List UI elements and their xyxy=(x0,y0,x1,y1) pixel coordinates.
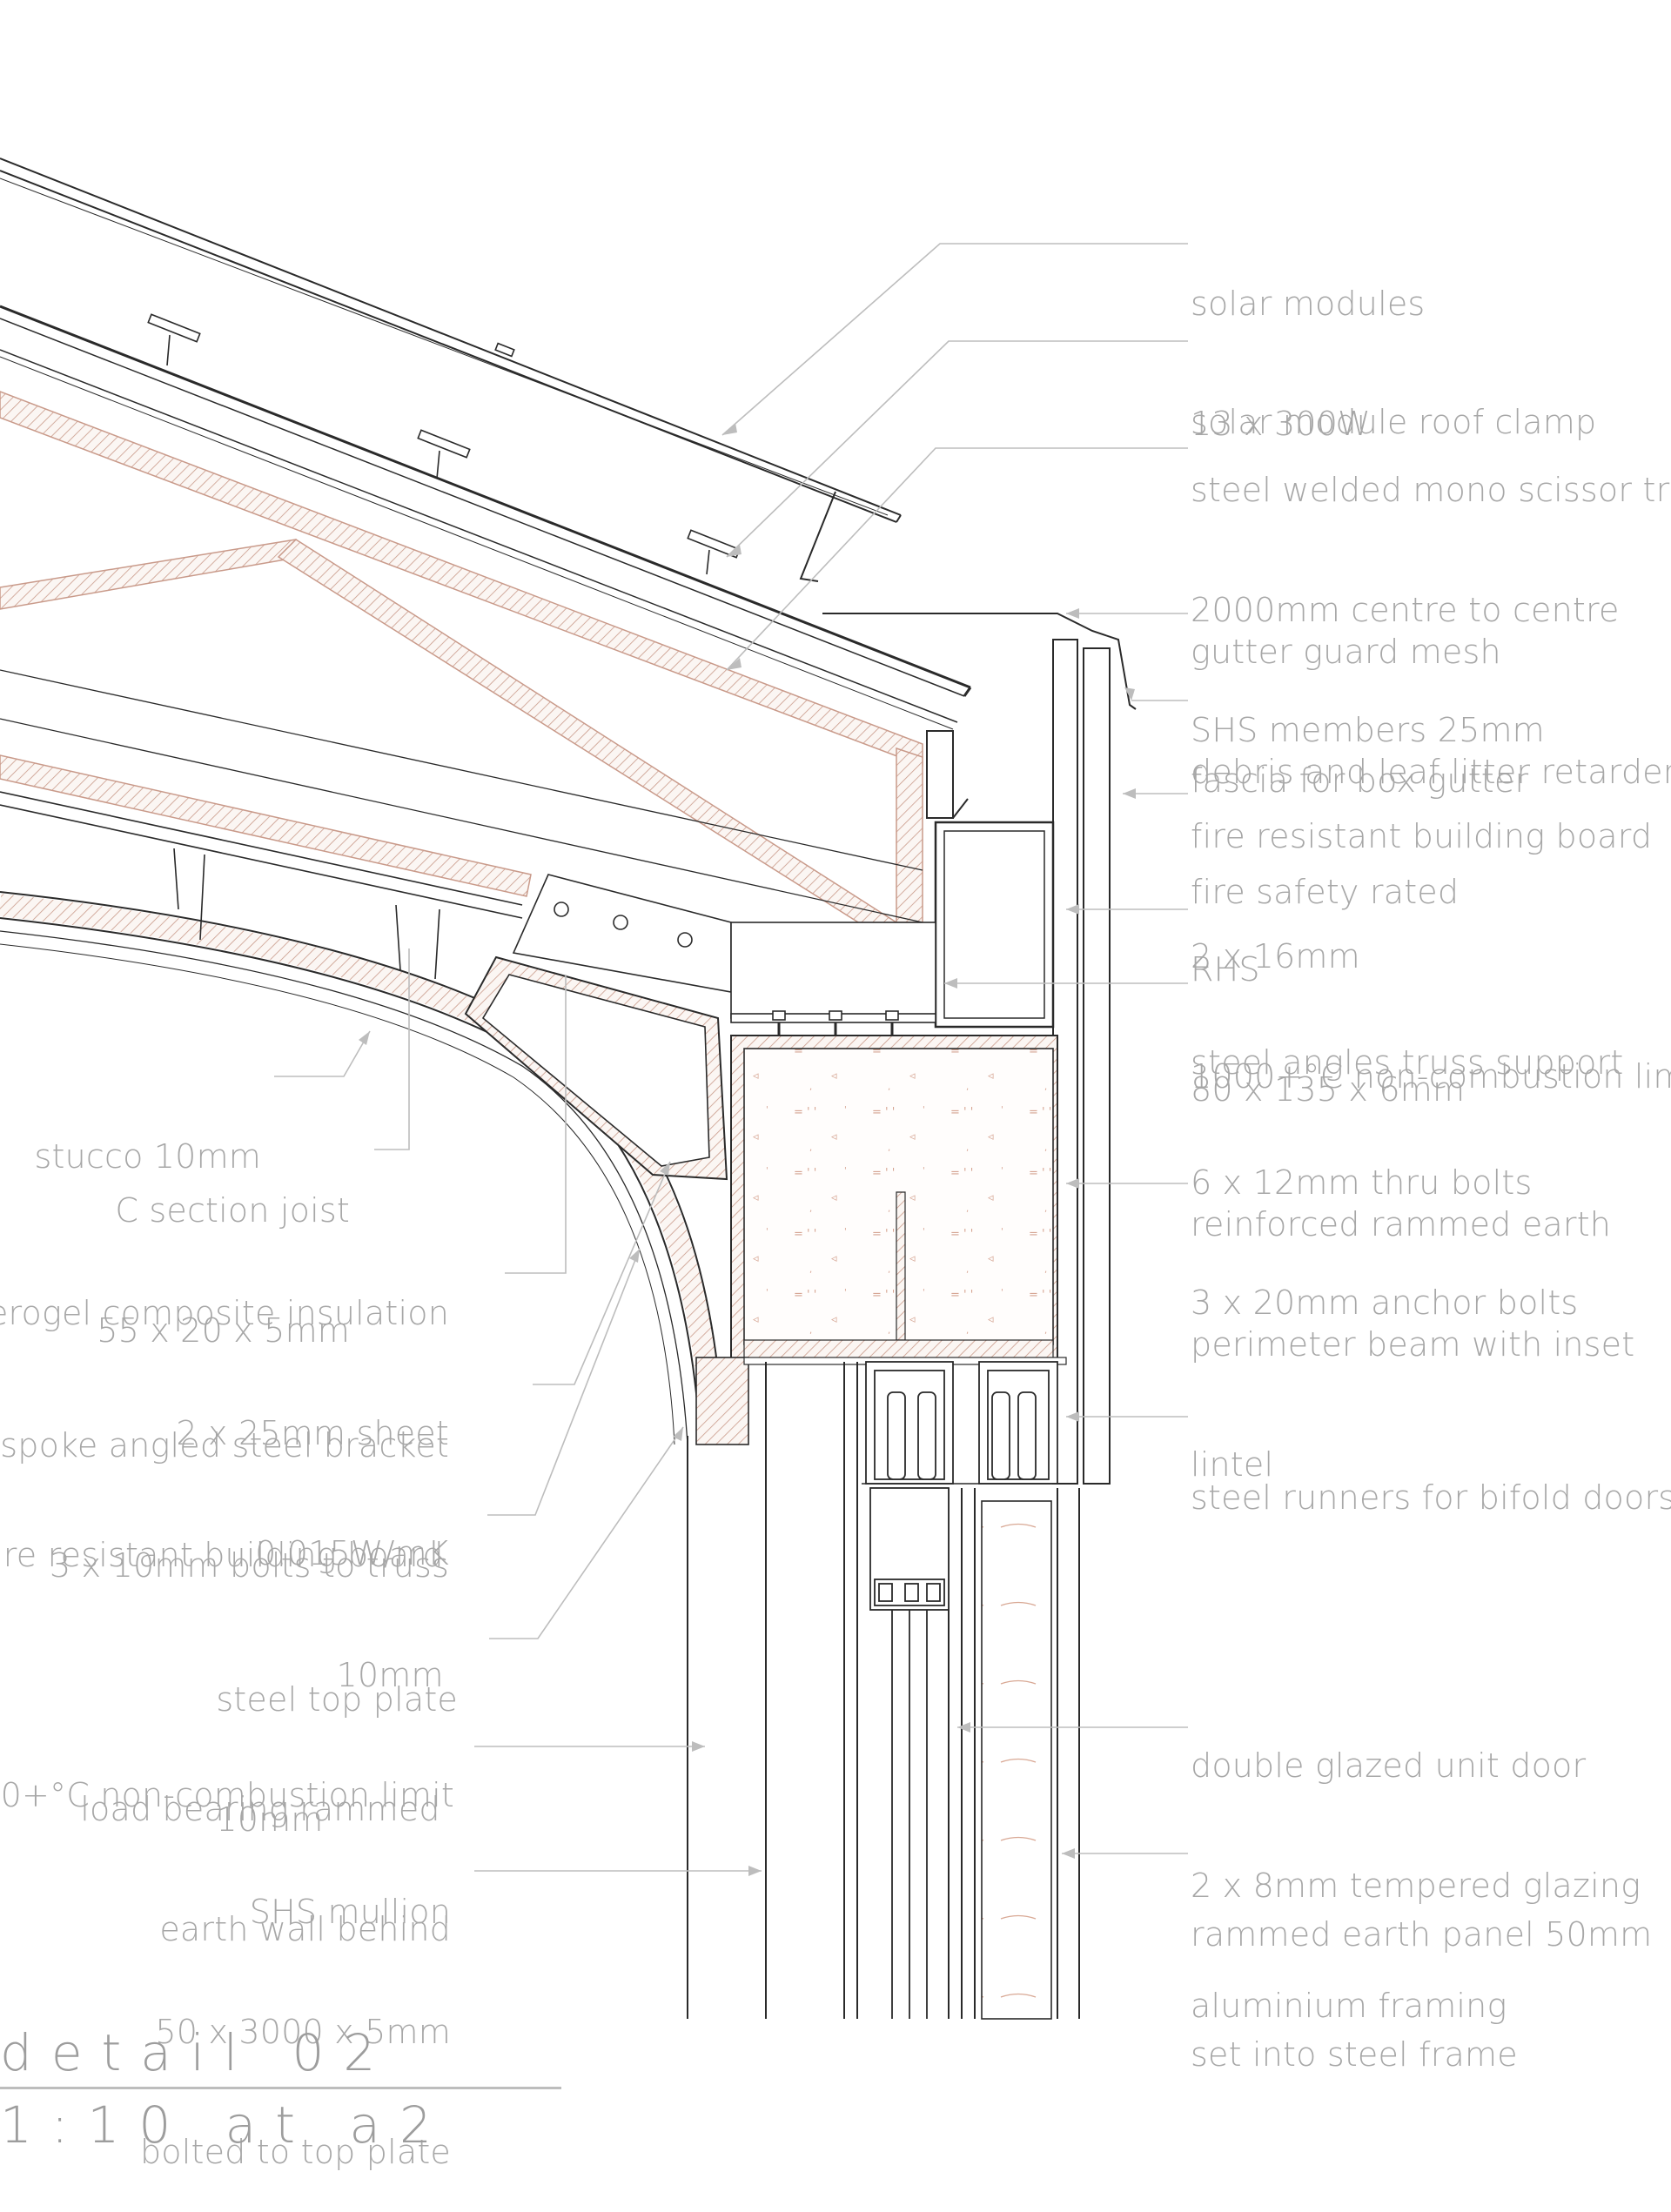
perimeter-beam xyxy=(730,1035,1058,1363)
detail-scale: 1:10 at a2 xyxy=(0,2095,451,2155)
angled-steel-bracket xyxy=(464,955,728,1181)
roof-clamps xyxy=(147,313,741,575)
callout-stucco: stucco 10mm xyxy=(34,1137,261,1176)
leader-lines-right xyxy=(721,243,1188,1854)
callout-perimeter-beam: reinforced rammed earth perimeter beam w… xyxy=(1191,1205,1635,1484)
callout-roof-clamp: solar module roof clamp xyxy=(1191,403,1597,441)
bifold-runners xyxy=(865,1361,1058,1485)
callout-earth-panel: rammed earth panel 50mm set into steel f… xyxy=(1191,1915,1653,2074)
c-section-joists xyxy=(0,791,523,980)
scissor-truss xyxy=(0,391,923,936)
callout-bearing-wall: load bearing rammed earth wall behind xyxy=(80,1790,451,1948)
callout-bracket: bespoke angled steel bracket 3 x 10mm bo… xyxy=(0,1426,449,1585)
callout-solar-modules: solar modules 13 x 300W xyxy=(1191,285,1426,443)
section-drawing: = ' ' ◃ , ' xyxy=(0,158,1188,2020)
callout-fire-board-right: fire resistant building board 2 x 16mm 1… xyxy=(1191,817,1671,1096)
roof-sheeting xyxy=(0,305,972,730)
top-plate-wall xyxy=(695,1357,1067,1445)
callout-steel-angles: steel angles truss support 6 x 12mm thru… xyxy=(1191,1043,1624,1322)
truss-lines xyxy=(0,669,923,923)
callout-fire-board-left: fire resistant building board 10mm 1000+… xyxy=(0,1536,454,1814)
leader-arrows-right xyxy=(722,423,1136,1859)
box-gutter xyxy=(822,613,1137,1485)
callout-mullion: SHS mullion 50 x 3000 x 5mm bolted to to… xyxy=(139,1893,451,2171)
title-rule xyxy=(0,2087,561,2089)
door-frame xyxy=(869,1487,950,2019)
callout-steel-runners: steel runners for bifold doors xyxy=(1191,1478,1671,1517)
callout-aerogel: aerogel composite insulation 2 x 25mm sh… xyxy=(0,1294,449,1572)
callout-c-joist: C section joist 55 x 20 x 5mm xyxy=(97,1191,350,1350)
callout-gutter-guard: gutter guard mesh debris and leaf litter… xyxy=(1191,633,1671,911)
leader-lines-left xyxy=(274,948,762,1872)
rhs-section xyxy=(934,821,1055,1029)
rammed-earth-panel xyxy=(862,1483,1057,2020)
wall-verticals xyxy=(687,1362,1080,2019)
callout-scissor-truss: steel welded mono scissor truss 2000mm c… xyxy=(1191,471,1671,749)
callout-top-plate: steel top plate 10mm xyxy=(216,1680,458,1839)
callout-rhs: RHS 80 x 135 x 6mm xyxy=(1191,950,1466,1109)
solar-module xyxy=(0,158,902,582)
callout-fascia: fascia for box gutter xyxy=(1191,761,1529,800)
callout-glazed-door: double glazed unit door 2 x 8mm tempered… xyxy=(1191,1746,1641,2025)
detail-title: detail 02 xyxy=(0,2023,395,2082)
leader-arrows-left xyxy=(359,1031,762,1876)
